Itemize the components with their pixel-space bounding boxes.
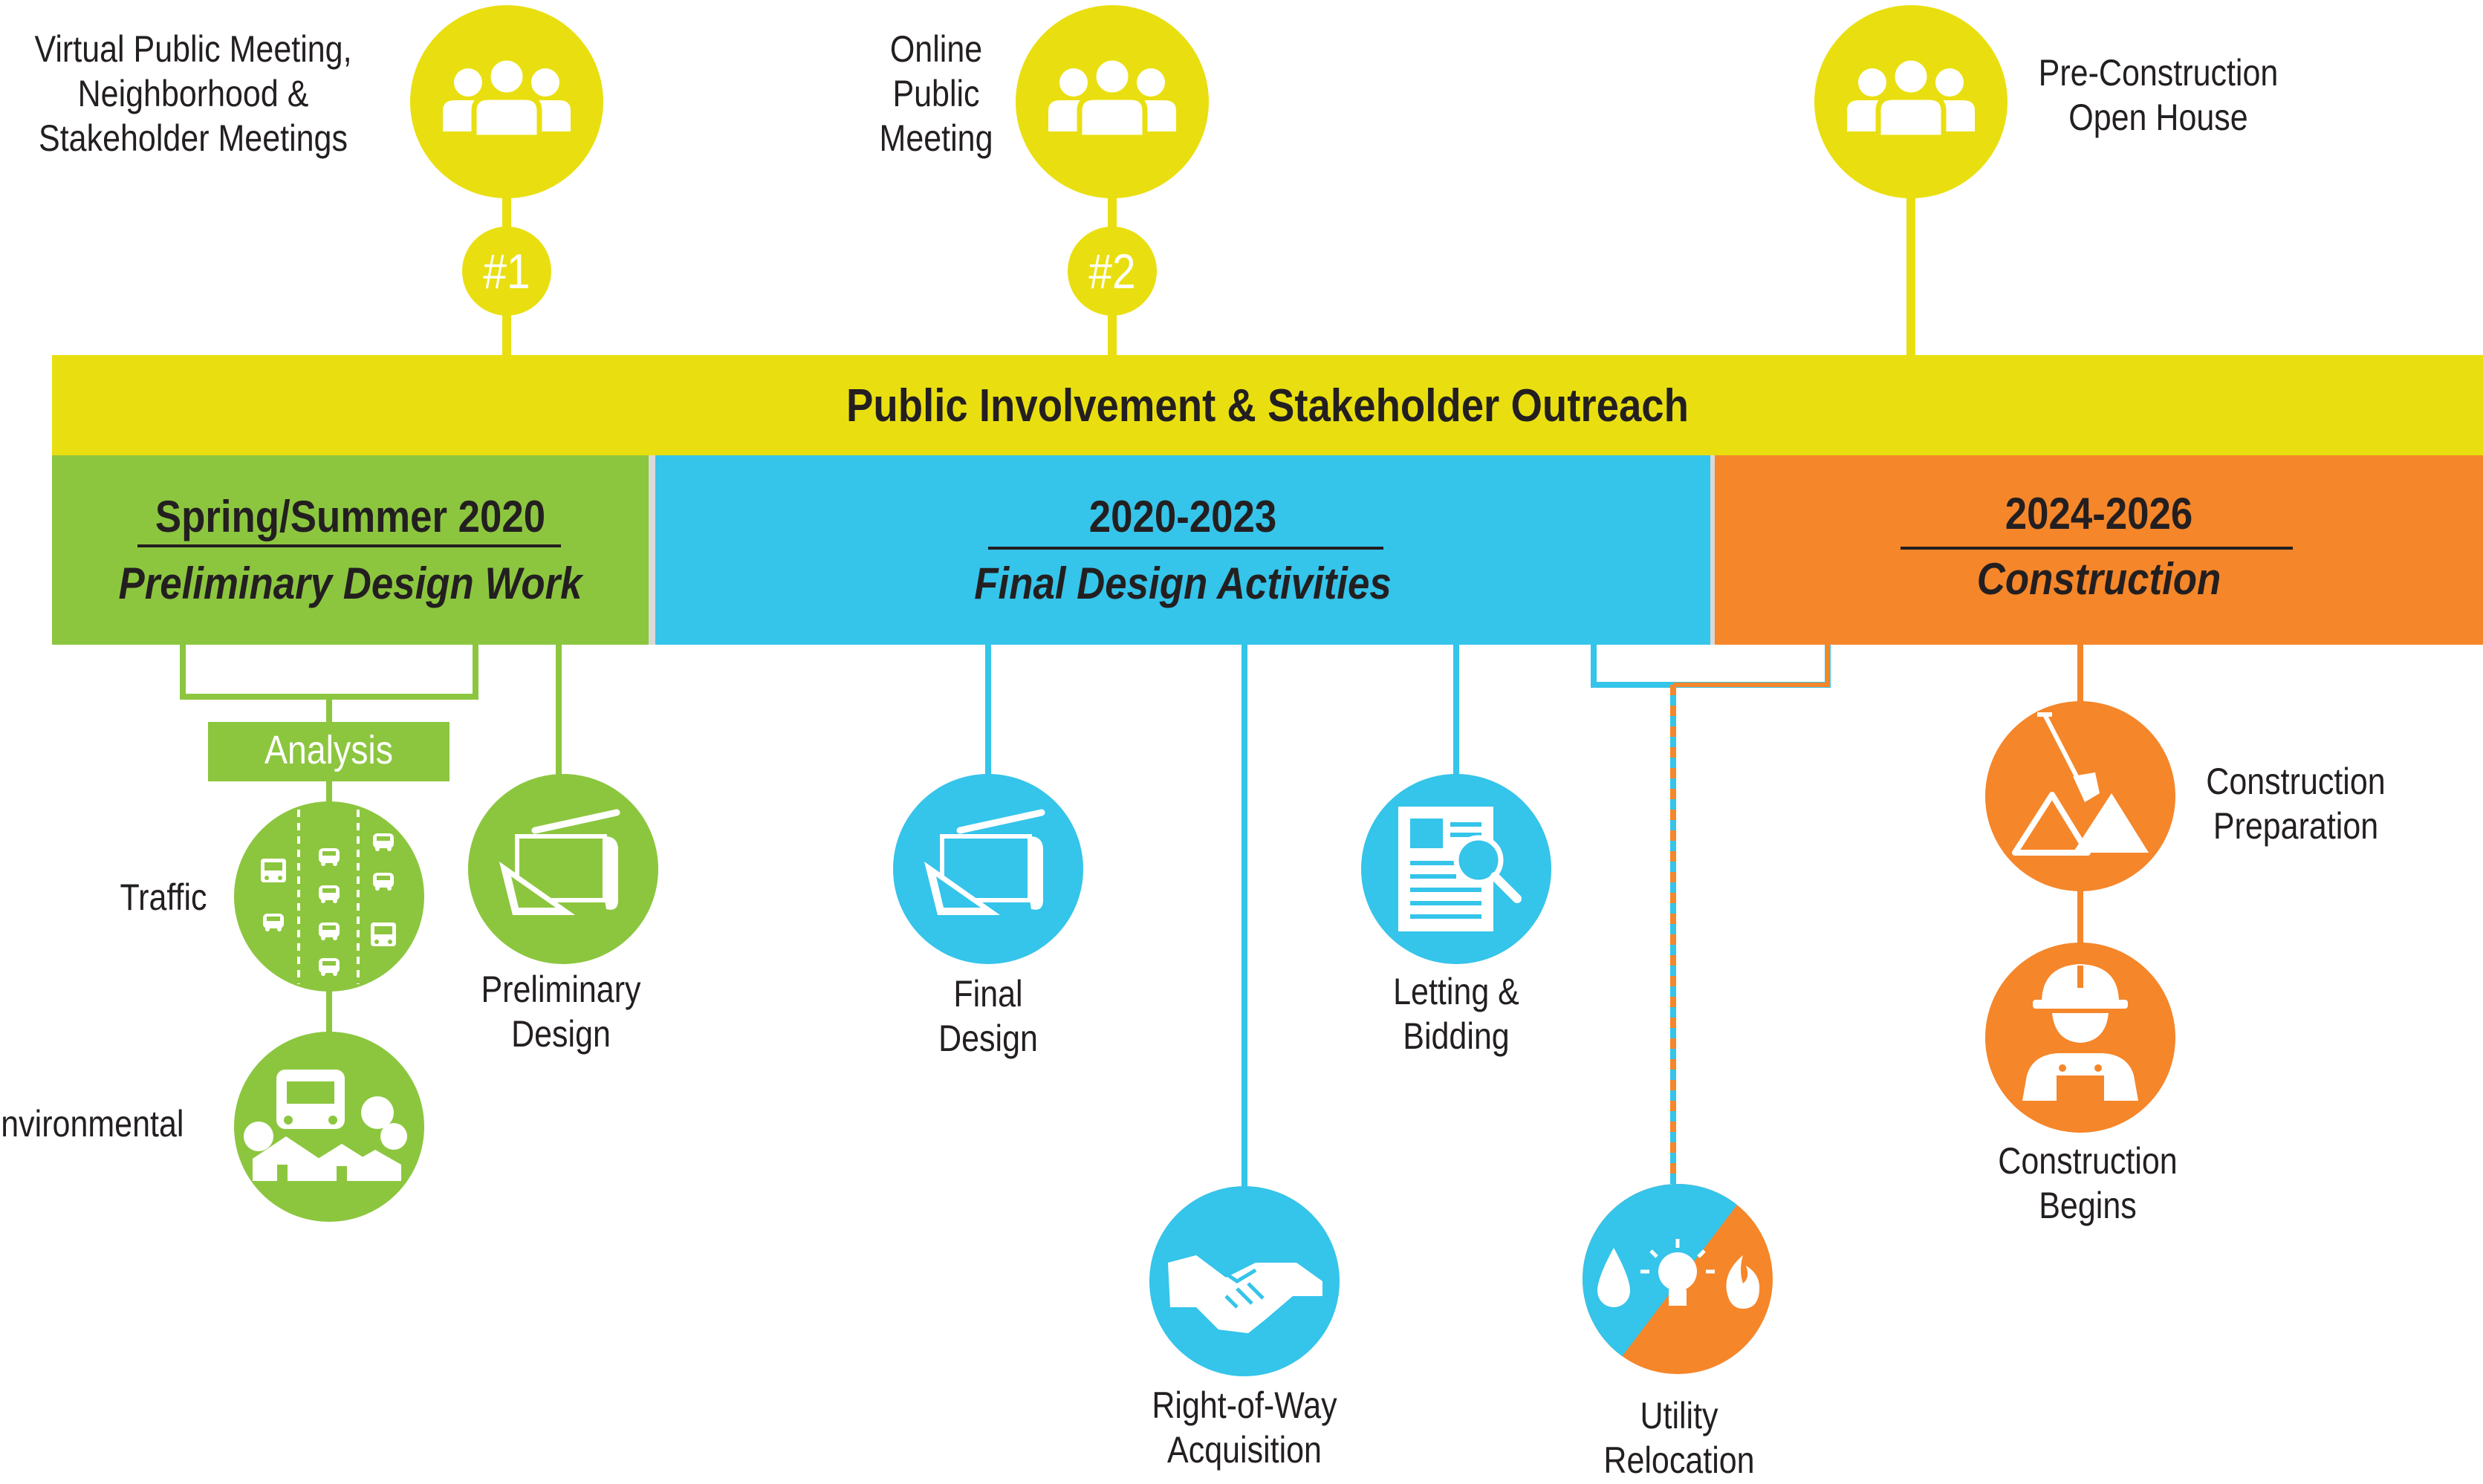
phase-box-final-design — [655, 455, 1710, 645]
label-line: Utility — [1640, 1395, 1718, 1436]
label-line: Right-of-Way — [1152, 1384, 1337, 1426]
construction-begins-label: Construction Begins — [1967, 1139, 2210, 1228]
label-line: Design — [938, 1018, 1038, 1059]
label-line: Final — [953, 973, 1023, 1015]
final-design-icon — [893, 774, 1083, 964]
label-line: Begins — [2039, 1185, 2137, 1226]
milestone-3-label-line: Open House — [2068, 97, 2248, 138]
banner-title: Public Involvement & Stakeholder Outreac… — [846, 380, 1689, 432]
analysis-box — [208, 722, 449, 781]
right-of-way-label: Right-of-Way Acquisition — [1120, 1383, 1369, 1472]
label-line: Bidding — [1403, 1015, 1510, 1057]
milestone-1-icon — [410, 5, 603, 198]
label-line: Construction — [1998, 1140, 2178, 1182]
milestone-3-label-line: Pre-Construction — [2038, 52, 2279, 94]
phase-box-construction — [1715, 455, 2483, 645]
traffic-label-text: Traffic — [120, 876, 207, 918]
milestone-1-label-line: Virtual Public Meeting, — [34, 28, 352, 70]
phase-box-preliminary — [52, 455, 649, 645]
milestone-2-label-line: Online — [889, 28, 983, 70]
milestone-3-icon — [1814, 5, 2008, 198]
milestone-2-label: Online Public Meeting — [840, 27, 1032, 160]
milestone-2-badge — [1068, 227, 1157, 316]
milestone-2-number: #2 — [1088, 244, 1136, 299]
label-line: Letting & — [1393, 971, 1519, 1012]
traffic-icon — [234, 801, 424, 992]
environmental-label-text: Environmental — [0, 1103, 184, 1145]
construction-preparation-label: Construction Preparation — [2175, 759, 2418, 848]
right-of-way-icon — [1149, 1186, 1340, 1376]
milestone-1-badge — [462, 227, 551, 316]
label-line: Preparation — [2213, 805, 2379, 847]
label-line: Acquisition — [1167, 1429, 1322, 1471]
construction-preparation-icon — [1985, 701, 2175, 891]
traffic-label: Traffic — [100, 875, 227, 920]
environmental-label: Environmental — [0, 1101, 190, 1146]
construction-begins-icon — [1985, 943, 2175, 1133]
utility-relocation-label: Utility Relocation — [1577, 1393, 1781, 1483]
environmental-icon — [234, 1032, 424, 1222]
phase-2-name: Final Design Activities — [974, 559, 1392, 608]
preliminary-design-icon — [468, 774, 658, 964]
analysis-label: Analysis — [264, 728, 393, 772]
milestone-3-label: Pre-Construction Open House — [2021, 51, 2296, 140]
milestone-2-icon — [1016, 5, 1209, 198]
analysis-connectors — [180, 645, 562, 1032]
milestone-2-label-line: Meeting — [879, 117, 993, 159]
preliminary-design-label: Preliminary Design — [455, 967, 666, 1056]
milestone-connectors — [502, 186, 1915, 364]
final-design-label: Final Design — [905, 972, 1071, 1061]
phase-1-period: Spring/Summer 2020 — [155, 492, 546, 541]
letting-bidding-icon — [1361, 774, 1551, 964]
phase-1-name: Preliminary Design Work — [118, 559, 582, 608]
label-line: Design — [511, 1013, 611, 1055]
milestone-1-label-line: Neighborhood & — [77, 73, 309, 114]
label-line: Relocation — [1603, 1439, 1755, 1481]
milestone-1-label: Virtual Public Meeting, Neighborhood & S… — [8, 27, 379, 160]
phase-3-name: Construction — [1976, 554, 2221, 604]
phase-2-period: 2020-2023 — [1088, 492, 1277, 541]
label-line: Preliminary — [481, 969, 641, 1010]
label-line: Construction — [2206, 761, 2386, 802]
milestone-1-label-line: Stakeholder Meetings — [39, 117, 348, 159]
phase-3-period: 2024-2026 — [2005, 489, 2193, 538]
outreach-banner — [52, 355, 2483, 455]
utility-relocation-icon — [1583, 1184, 1773, 1374]
milestone-1-number: #1 — [483, 244, 530, 299]
letting-bidding-label: Letting & Bidding — [1360, 969, 1552, 1058]
milestone-2-label-line: Public — [892, 73, 980, 114]
